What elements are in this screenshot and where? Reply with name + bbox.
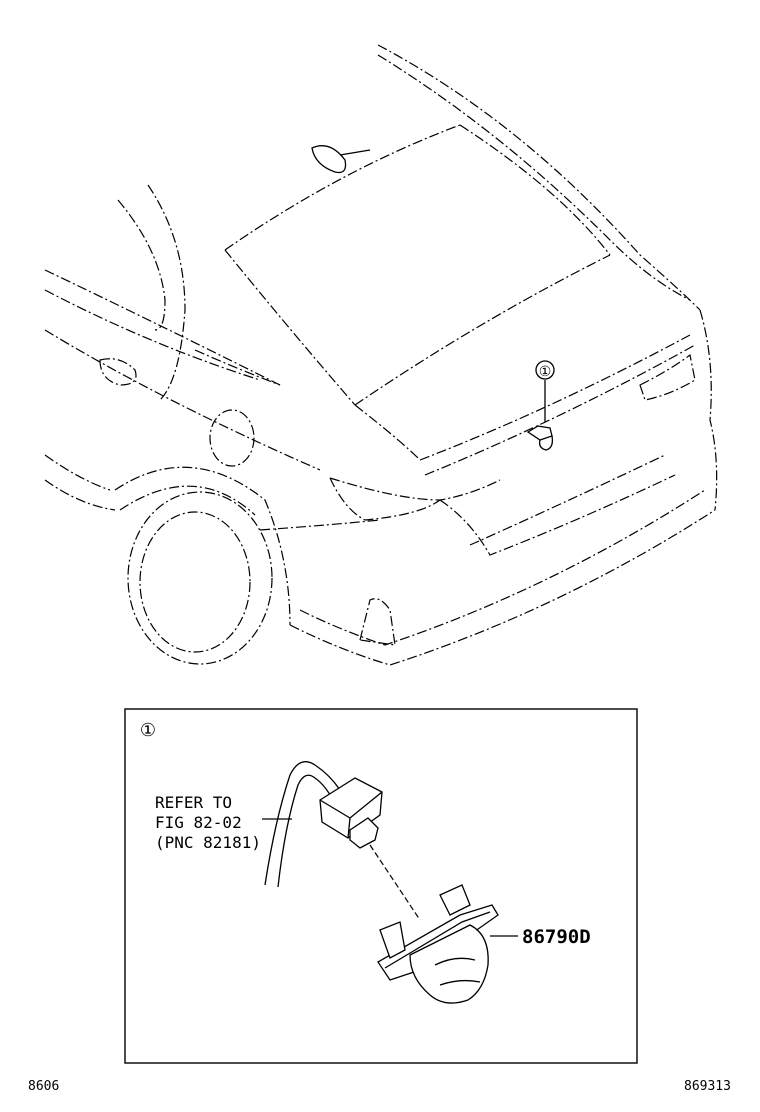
- wire-harness: [264, 761, 341, 888]
- detail-frame: [124, 708, 638, 1064]
- connector: [319, 777, 383, 849]
- license-lamp: [377, 884, 499, 1004]
- footer-right-code: 869313: [684, 1079, 731, 1094]
- callout-marker: ①: [539, 364, 552, 380]
- reference-line-3: (PNC 82181): [155, 833, 261, 852]
- reference-line-2: FIG 82-02: [155, 813, 242, 832]
- car-rear-illustration: [44, 44, 718, 666]
- detail-marker: ①: [140, 720, 156, 741]
- reference-line-1: REFER TO: [155, 793, 232, 812]
- footer-left-code: 8606: [28, 1079, 59, 1094]
- part-number-label[interactable]: 86790D: [522, 926, 591, 948]
- assembly-line: [369, 844, 421, 921]
